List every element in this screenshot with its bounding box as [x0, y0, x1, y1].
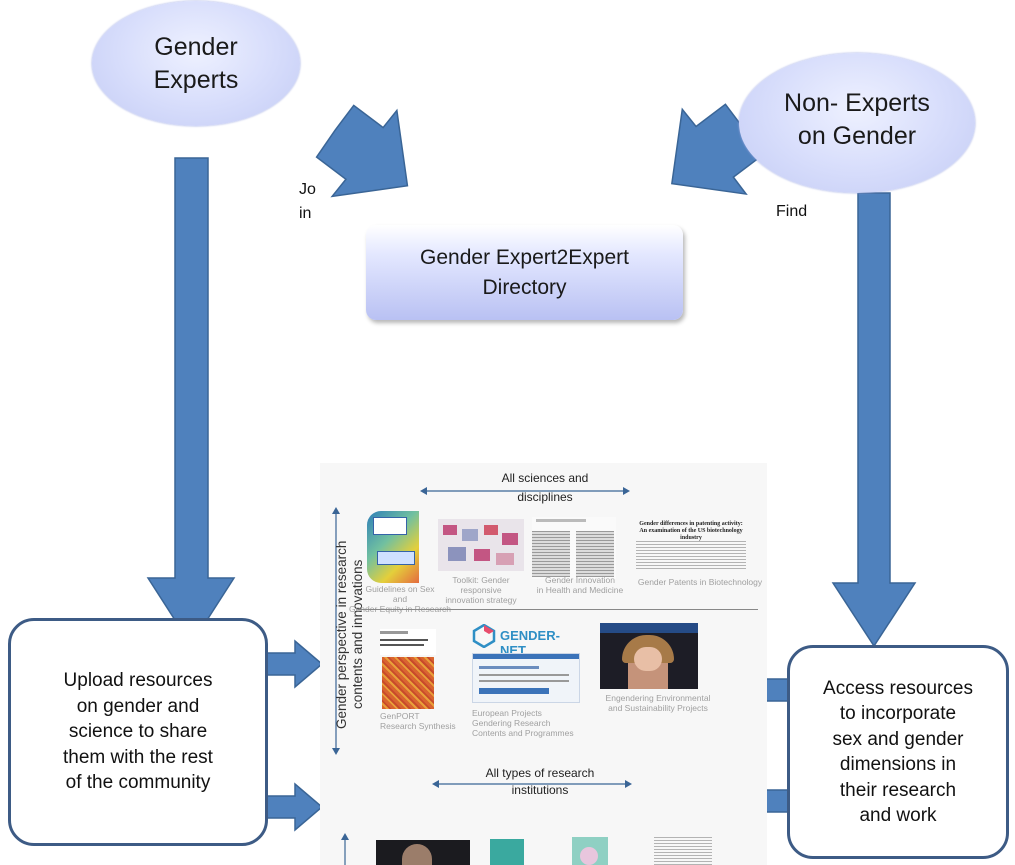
arrow-join — [315, 104, 409, 198]
caption-patents-line-1: Gender Patents in Biotechnology — [637, 577, 763, 587]
caption-toolkit: Toolkit: Gender responsive innovation st… — [432, 575, 530, 605]
caption-patents: Gender Patents in Biotechnology — [633, 577, 767, 587]
institution-green-thumb — [572, 837, 608, 865]
caption-european-line-1: European Projects — [472, 708, 542, 718]
gender-experts-line-1: Gender — [154, 32, 238, 61]
paper-title-line-2: An examination of the US biotechnology i… — [639, 528, 743, 541]
non-experts-line-1: Non- Experts — [784, 89, 930, 117]
genport-text-thumb — [380, 629, 436, 655]
sciences-header-line-1: All sciences and — [501, 471, 589, 485]
arrow-upload-1 — [266, 639, 324, 689]
directory-line-2: Directory — [482, 275, 567, 299]
access-line-1: Access resources — [823, 677, 973, 699]
institutions-double-arrow — [432, 780, 632, 788]
non-experts-node: Non- Experts on Gender — [739, 53, 975, 193]
arrow-down-left — [146, 157, 236, 647]
access-line-2: to incorporate — [839, 703, 957, 724]
caption-european-line-2: Gendering Research — [472, 718, 551, 728]
caption-engendering-line-1: Engendering Environmental — [605, 693, 711, 703]
resources-collage: All sciences and disciplines Gender pers… — [320, 463, 767, 865]
bottom-vertical-arrow — [341, 833, 349, 865]
paper-title-line-1: Gender differences in patenting activity… — [639, 521, 743, 527]
sciences-header-line-2: disciplines — [517, 490, 573, 504]
directory-line-1: Gender Expert2Expert — [420, 245, 629, 269]
institution-doc-thumb — [654, 837, 712, 865]
caption-engendering-line-2: and Sustainability Projects — [608, 703, 708, 713]
gender-experts-node: Gender Experts — [92, 1, 300, 126]
institutions-header-line-2: institutions — [511, 783, 569, 797]
caption-guidelines-line-1: Guidelines on Sex — [365, 584, 435, 594]
caption-toolkit-line-2: innovation strategy — [445, 595, 517, 605]
vertical-label-line-1: Gender perspective in research — [334, 540, 349, 729]
institution-teal-thumb — [490, 839, 524, 865]
caption-gender-innovation-line-2: in Health and Medicine — [536, 585, 624, 595]
access-resources-box[interactable]: Access resources to incorporate sex and … — [787, 645, 1009, 859]
access-line-4: dimensions in — [839, 754, 957, 775]
caption-genport-line-1: GenPORT — [380, 711, 420, 721]
upload-line-5: of the community — [65, 772, 211, 794]
join-label-line-2: in — [299, 205, 312, 222]
upload-resources-box[interactable]: Upload resources on gender and science t… — [8, 618, 268, 846]
patents-paper-thumb: Gender differences in patenting activity… — [628, 521, 754, 571]
toolkit-thumb — [438, 519, 524, 571]
upload-line-1: Upload resources — [63, 670, 213, 692]
european-projects-thumb — [472, 653, 580, 703]
caption-european-line-3: Contents and Programmes — [472, 728, 574, 738]
gendernet-logo: GENDER-NET — [470, 620, 580, 658]
arrow-down-right — [831, 192, 917, 648]
upload-line-4: them with the rest — [63, 746, 213, 768]
genport-image-thumb — [382, 657, 434, 709]
collage-divider — [358, 609, 758, 610]
caption-genport: GenPORT Research Synthesis — [380, 711, 460, 731]
caption-european: European Projects Gendering Research Con… — [472, 708, 592, 738]
upload-line-3: science to share — [68, 721, 208, 743]
non-experts-line-2: on Gender — [797, 122, 917, 150]
institutions-header-line-1: All types of research — [485, 766, 595, 780]
access-line-5: their research — [839, 779, 957, 801]
caption-guidelines-line-2: and — [392, 594, 408, 604]
vertical-label-line-2: contents and innovations — [350, 559, 365, 709]
gender-experts-line-2: Experts — [153, 65, 239, 94]
caption-toolkit-line-1: Toolkit: Gender responsive — [452, 575, 510, 595]
access-line-3: sex and gender — [832, 728, 964, 750]
gender-innovation-thumb — [532, 517, 616, 579]
engendering-video-thumb — [600, 623, 698, 689]
gendernet-hex-icon — [472, 624, 496, 648]
vertical-double-arrow — [332, 507, 340, 755]
vertical-label: Gender perspective in research contents … — [334, 541, 366, 729]
caption-gender-innovation-line-1: Gender Innovation — [545, 575, 615, 585]
find-label: Find — [776, 203, 808, 220]
access-line-6: and work — [859, 805, 937, 826]
caption-engendering: Engendering Environmental and Sustainabi… — [602, 693, 714, 713]
caption-genport-line-2: Research Synthesis — [380, 721, 456, 731]
directory-box[interactable]: Gender Expert2Expert Directory — [366, 225, 683, 320]
arrow-upload-2 — [266, 782, 324, 832]
guidelines-thumb — [367, 511, 419, 583]
caption-gender-innovation: Gender Innovation in Health and Medicine — [525, 575, 635, 595]
join-label: Jo in — [299, 178, 316, 226]
join-label-line-1: Jo — [299, 181, 316, 198]
institutions-header: All types of research institutions — [465, 766, 615, 798]
institution-video-thumb — [376, 840, 470, 865]
upload-line-2: on gender and — [76, 695, 200, 717]
sciences-double-arrow — [420, 487, 630, 495]
sciences-header: All sciences and disciplines — [470, 471, 620, 505]
